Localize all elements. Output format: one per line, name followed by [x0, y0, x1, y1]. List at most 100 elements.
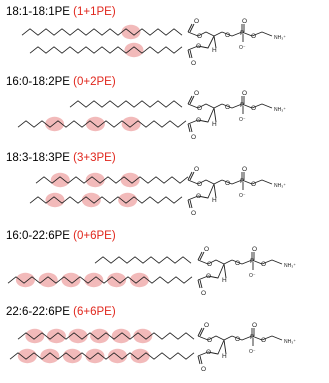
double-bond-highlight	[38, 272, 58, 288]
ammonium-label: NH₃⁺	[284, 339, 296, 345]
hydrogen-label: H	[212, 121, 217, 128]
pe-count-label: (6+6PE)	[73, 306, 116, 318]
phosphate-oxygen: O	[251, 33, 256, 40]
carbonyl-oxygen: O	[194, 166, 199, 173]
phosphorus-label: P	[240, 30, 244, 37]
acyl-chain-sn1	[17, 332, 195, 340]
carbonyl-oxygen: O	[191, 134, 196, 141]
phosphate-oxygen: O	[242, 166, 247, 173]
double-bond-highlight	[118, 192, 138, 208]
phosphate-oxygen: O	[261, 337, 266, 344]
double-bond-highlight	[45, 192, 65, 208]
double-bond-highlight	[84, 272, 104, 288]
ammonium-label: NH₃⁺	[274, 35, 286, 41]
acyl-chain-sn1	[94, 256, 192, 264]
hydrogen-label: H	[212, 197, 217, 204]
lipid-name: 18:3-18:3PE	[6, 152, 70, 164]
phosphate-oxygen: O	[252, 246, 257, 253]
double-bond-highlight	[25, 328, 45, 344]
ammonium-label: NH₃⁺	[274, 183, 286, 189]
phosphate-oxygen: O	[235, 336, 240, 343]
ester-oxygen: O	[206, 273, 211, 280]
phosphate-oxygen: O	[225, 32, 230, 39]
carbonyl-oxygen: O	[201, 290, 206, 297]
double-bond-highlight	[40, 348, 60, 364]
double-bond-highlight	[46, 328, 66, 344]
double-bond-highlight	[124, 42, 144, 58]
lipid-name: 16:0-18:2PE	[6, 76, 70, 88]
double-bond-highlight	[111, 328, 131, 344]
carbonyl-oxygen: O	[194, 18, 199, 25]
double-bond-highlight	[130, 348, 150, 364]
acyl-chain-sn1	[69, 100, 183, 108]
phosphate-oxygen: O	[225, 180, 230, 187]
lipid-name: 22:6-22:6PE	[6, 306, 70, 318]
double-bond-highlight	[15, 272, 35, 288]
carbonyl-oxygen: O	[204, 246, 209, 253]
acyl-chain-sn2	[7, 276, 193, 284]
panel-title: 16:0-22:6PE (0+6PE)	[6, 230, 116, 242]
acyl-chain-sn2	[17, 120, 187, 128]
phosphate-oxygen: O	[242, 90, 247, 97]
phosphate-anion: O⁻	[249, 273, 256, 279]
phosphate-oxygen: O	[261, 261, 266, 268]
double-bond-highlight	[81, 192, 101, 208]
double-bond-highlight	[90, 328, 110, 344]
double-bond-highlight	[85, 348, 105, 364]
phosphate-oxygen: O	[252, 322, 257, 329]
carbonyl-oxygen: O	[191, 210, 196, 217]
double-bond-highlight	[17, 348, 37, 364]
double-bond-highlight	[62, 348, 82, 364]
carbonyl-oxygen: O	[191, 60, 196, 67]
pe-count-label: (0+6PE)	[73, 230, 116, 242]
phosphorus-label: P	[240, 102, 244, 109]
pe-count-label: (3+3PE)	[73, 152, 116, 164]
panel-title: 22:6-22:6PE (6+6PE)	[6, 306, 116, 318]
phosphate-anion: O⁻	[239, 45, 246, 51]
double-bond-highlight	[121, 116, 141, 132]
phosphorus-label: P	[250, 334, 254, 341]
hydrogen-label: H	[222, 277, 227, 284]
ester-oxygen: O	[197, 33, 202, 40]
phosphate-anion: O⁻	[239, 117, 246, 123]
ester-oxygen: O	[196, 43, 201, 50]
pe-count-label: (0+2PE)	[73, 76, 116, 88]
acyl-chain-sn1	[21, 28, 183, 36]
phosphate-oxygen: O	[235, 260, 240, 267]
phosphate-oxygen: O	[251, 105, 256, 112]
hydrogen-label: H	[222, 353, 227, 360]
ester-oxygen: O	[207, 261, 212, 268]
carbonyl-oxygen: O	[201, 366, 206, 373]
phosphate-oxygen: O	[225, 104, 230, 111]
carbonyl-oxygen: O	[194, 90, 199, 97]
double-bond-highlight	[120, 172, 140, 188]
ester-oxygen: O	[197, 181, 202, 188]
ester-oxygen: O	[196, 193, 201, 200]
ammonium-label: NH₃⁺	[274, 107, 286, 113]
phosphate-anion: O⁻	[239, 193, 246, 199]
lipid-name: 18:1-18:1PE	[6, 6, 70, 18]
ester-oxygen: O	[197, 105, 202, 112]
double-bond-highlight	[50, 172, 70, 188]
double-bond-highlight	[61, 272, 81, 288]
carbonyl-oxygen: O	[204, 322, 209, 329]
phosphorus-label: P	[240, 178, 244, 185]
phosphorus-label: P	[250, 258, 254, 265]
ester-oxygen: O	[207, 337, 212, 344]
pe-count-label: (1+1PE)	[73, 6, 116, 18]
ester-oxygen: O	[206, 349, 211, 356]
